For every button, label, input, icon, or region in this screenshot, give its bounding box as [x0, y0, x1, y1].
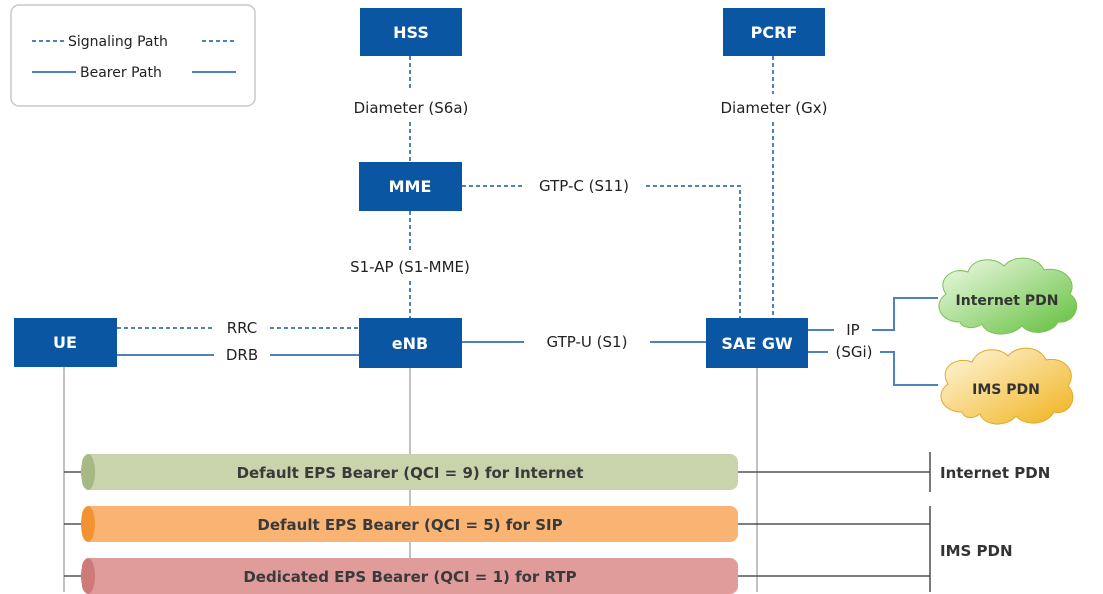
sgi-ims-branch	[880, 351, 938, 386]
bearer-rtp: Dedicated EPS Bearer (QCI = 1) for RTP	[64, 558, 930, 594]
enb-node[interactable]: eNB	[359, 318, 462, 368]
bearer-internet-label: Default EPS Bearer (QCI = 9) for Interne…	[237, 464, 584, 482]
s6a-label: Diameter (S6a)	[354, 99, 469, 117]
legend-box	[10, 4, 256, 107]
enb-label: eNB	[392, 334, 428, 353]
sgi-internet-branch	[872, 297, 938, 331]
saegw-box	[706, 318, 808, 368]
pcrf-label: PCRF	[751, 23, 798, 42]
internet-cloud-label: Internet PDN	[956, 293, 1059, 309]
drb-label: DRB	[226, 346, 258, 364]
ue-node[interactable]: UE	[14, 318, 117, 367]
s11-label: GTP-C (S11)	[539, 177, 629, 195]
internet-cloud-shape	[938, 257, 1078, 335]
internet-pdn-label: Internet PDN	[940, 464, 1050, 482]
rrc-label: RRC	[227, 319, 258, 337]
bearer-internet: Default EPS Bearer (QCI = 9) for Interne…	[64, 454, 930, 490]
bearer-internet-tube	[82, 454, 738, 490]
sgi-ip-label: IP	[846, 321, 859, 339]
gx-label: Diameter (Gx)	[721, 99, 828, 117]
bearer-rtp-tube	[82, 558, 738, 594]
hss-label: HSS	[393, 23, 429, 42]
sgi-label: (SGi)	[835, 343, 872, 361]
bearer-sip-tube-end	[81, 506, 95, 542]
internet-pdn-cloud: Internet PDN	[938, 257, 1078, 335]
pcrf-box	[723, 8, 825, 56]
mme-label: MME	[389, 177, 432, 196]
s1u-label: GTP-U (S1)	[547, 333, 628, 351]
ue-label: UE	[53, 333, 77, 352]
legend-signaling-label: Signaling Path	[68, 34, 168, 50]
s11-line-right	[646, 185, 741, 318]
bearer-sip: Default EPS Bearer (QCI = 5) for SIP	[64, 506, 930, 542]
bearer-sip-tube	[82, 506, 738, 542]
enb-box	[359, 318, 462, 368]
bearer-internet-tube-end	[81, 454, 95, 490]
ims-cloud-shape	[940, 347, 1074, 425]
pcrf-node[interactable]: PCRF	[723, 8, 825, 56]
bearer-rtp-tube-end	[81, 558, 95, 594]
s1mme-label: S1-AP (S1-MME)	[350, 258, 470, 276]
saegw-label: SAE GW	[721, 334, 793, 353]
mme-node[interactable]: MME	[359, 162, 462, 211]
bearer-sip-label: Default EPS Bearer (QCI = 5) for SIP	[257, 516, 562, 534]
hss-node[interactable]: HSS	[360, 8, 462, 56]
legend: Signaling Path Bearer Path	[10, 4, 256, 107]
bearer-rtp-label: Dedicated EPS Bearer (QCI = 1) for RTP	[243, 568, 576, 586]
hss-box	[360, 8, 462, 56]
mme-box	[359, 162, 462, 211]
ims-pdn-cloud: IMS PDN	[940, 347, 1074, 425]
legend-bearer-label: Bearer Path	[80, 65, 162, 81]
ims-cloud-label: IMS PDN	[972, 382, 1040, 398]
ims-pdn-label: IMS PDN	[940, 542, 1013, 560]
saegw-node[interactable]: SAE GW	[706, 318, 808, 368]
ue-box	[14, 318, 117, 367]
